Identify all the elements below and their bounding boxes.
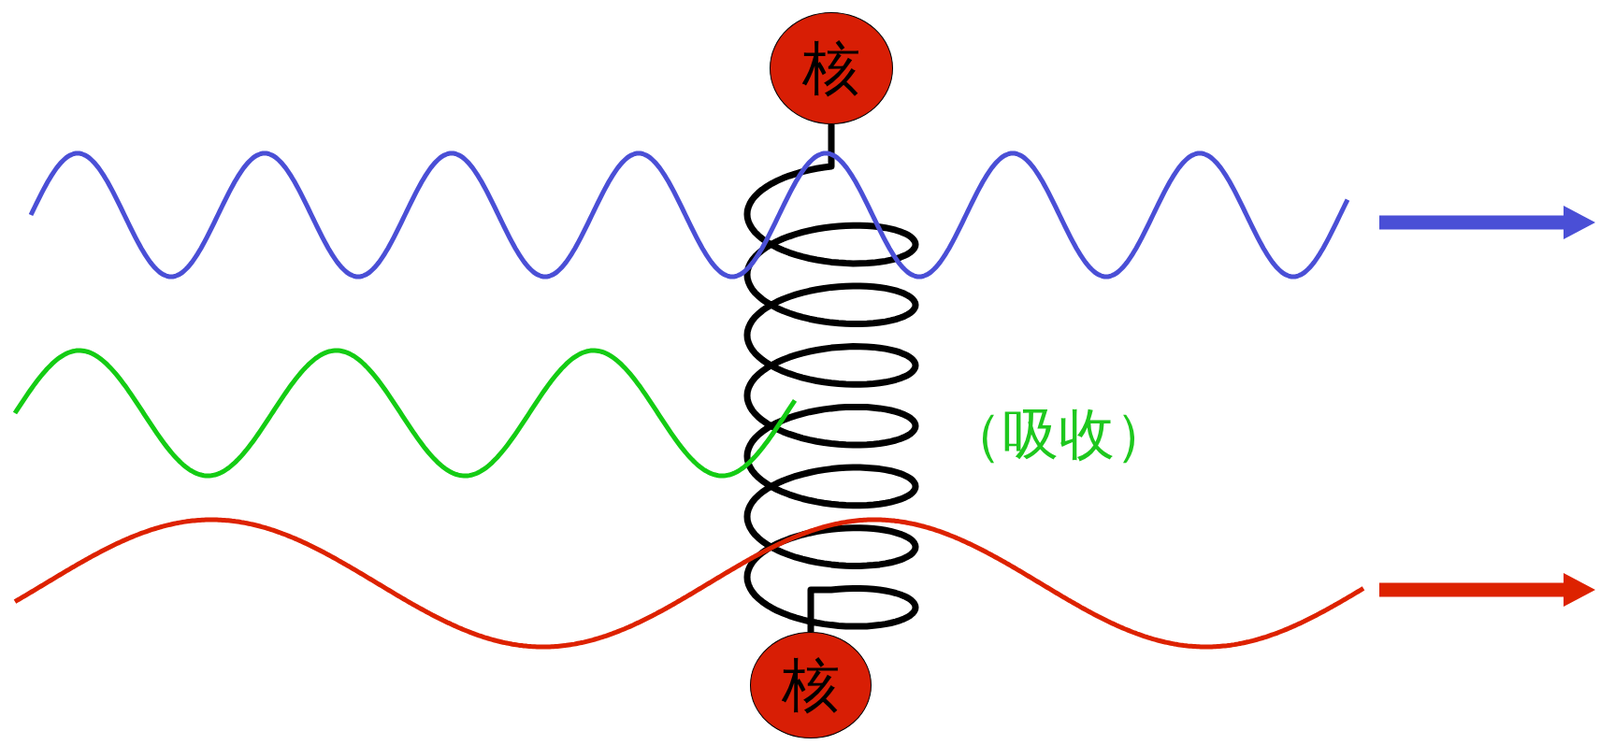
red-wave — [14, 519, 1364, 648]
red-arrow-head — [1563, 573, 1596, 607]
absorption-label: （吸收） — [946, 405, 1171, 462]
blue-wave — [30, 153, 1348, 277]
nucleus-label: 核 — [802, 39, 861, 98]
nucleus-label: 核 — [781, 656, 840, 715]
red-arrow-shaft — [1379, 583, 1572, 598]
nucleus-circle: 核 — [769, 12, 894, 125]
green-wave — [14, 350, 795, 476]
blue-arrow-shaft — [1379, 216, 1572, 231]
blue-arrow-head — [1563, 205, 1596, 240]
nucleus-circle: 核 — [749, 632, 872, 739]
spring-bond — [747, 124, 916, 633]
